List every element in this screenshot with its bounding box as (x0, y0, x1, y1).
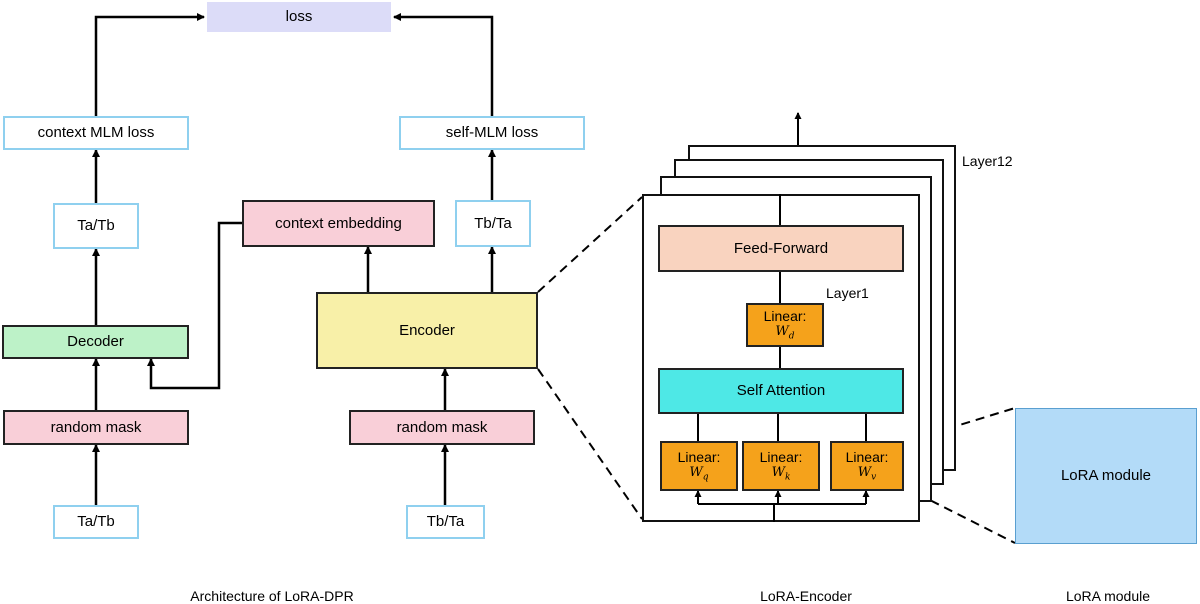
tb-ta-target-box: Tb/Ta (455, 200, 531, 247)
self-mlm-loss-box: self-MLM loss (399, 116, 585, 150)
loss-box: loss (207, 2, 391, 32)
linear-wv-weight: Wv (857, 464, 877, 483)
arrow-context-loss-to-loss (94, 13, 205, 116)
context-embedding-box: context embedding (242, 200, 435, 247)
caption-lora-module: LoRA module (1065, 588, 1151, 604)
zoom-line-encoder-bottom (537, 368, 643, 520)
caption-lora-encoder: LoRA-Encoder (760, 588, 852, 604)
linear-wk-box: Linear: Wk (742, 441, 820, 491)
linear-wd-label: Linear: (763, 308, 807, 325)
random-mask-right-box: random mask (349, 410, 535, 445)
zoom-line-encoder-top (537, 196, 643, 293)
caption-architecture: Architecture of LoRA-DPR (190, 588, 354, 604)
arrow-self-loss-to-loss (393, 13, 494, 116)
ta-tb-target-box: Ta/Tb (53, 203, 139, 249)
lora-module-box: LoRA module (1015, 408, 1197, 544)
linear-wq-weight: Wq (689, 464, 709, 483)
layer12-label: Layer12 (962, 153, 1013, 169)
self-attention-box: Self Attention (658, 368, 904, 414)
linear-wk-weight: Wk (771, 464, 791, 483)
tb-ta-input-box: Tb/Ta (406, 505, 485, 539)
layer1-label: Layer1 (826, 285, 869, 301)
linear-wd-box: Linear: Wd (746, 303, 824, 347)
linear-wv-label: Linear: (845, 449, 889, 466)
feed-forward-box: Feed-Forward (658, 225, 904, 272)
encoder-box: Encoder (316, 292, 538, 369)
linear-wd-weight: Wd (775, 323, 795, 342)
context-mlm-loss-box: context MLM loss (3, 116, 189, 150)
decoder-box: Decoder (2, 325, 189, 359)
arrow-context-embedding-to-decoder (147, 221, 242, 390)
ta-tb-input-box: Ta/Tb (53, 505, 139, 539)
random-mask-left-box: random mask (3, 410, 189, 445)
linear-wq-box: Linear: Wq (660, 441, 738, 491)
linear-wv-box: Linear: Wv (830, 441, 904, 491)
linear-wk-label: Linear: (759, 449, 803, 466)
linear-wq-label: Linear: (677, 449, 721, 466)
